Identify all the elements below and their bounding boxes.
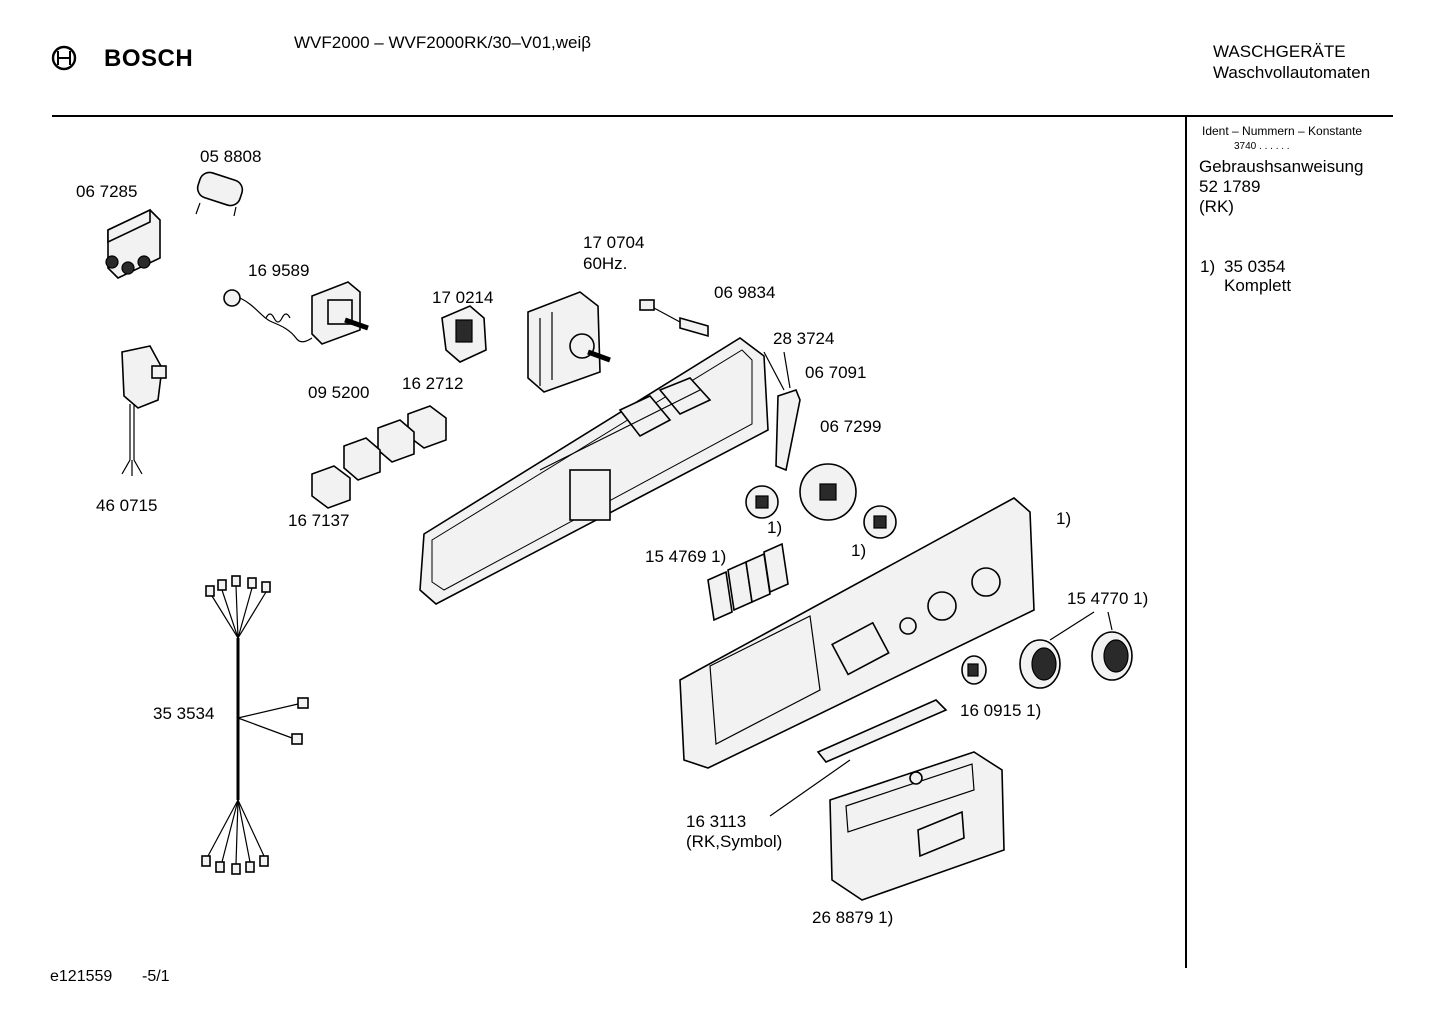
part-label-058808: 05 8808 — [200, 147, 262, 166]
part-label-283724: 28 3724 — [773, 329, 835, 348]
push-buttons-part-icon — [707, 542, 789, 622]
part-label-169589: 16 9589 — [248, 261, 310, 280]
knob-insert-part-icon — [745, 485, 897, 539]
part-label-170704-note: 60Hz. — [583, 254, 628, 273]
brand-name: BOSCH — [104, 45, 194, 72]
front-panel-part-icon — [679, 497, 1035, 769]
selector-disc-part-icon — [799, 463, 857, 521]
manual-note: (RK) — [1199, 197, 1234, 216]
part-label-170214: 17 0214 — [432, 288, 494, 307]
capacitor-part-icon — [195, 171, 244, 217]
diagram-code: e121559 — [50, 968, 113, 985]
mains-plug-part-icon — [121, 345, 167, 476]
part-label-067091: 06 7091 — [805, 363, 867, 382]
part-label-160915: 16 0915 1) — [960, 701, 1042, 720]
lever-part-icon — [763, 351, 801, 472]
part-label-154769: 15 4769 1) — [645, 547, 727, 566]
part-label-163113-note: (RK,Symbol) — [686, 832, 783, 851]
part-label-163113: 16 3113 — [686, 812, 747, 831]
manual-number: 52 1789 — [1199, 177, 1261, 196]
part-ref-note-c: 1) — [851, 541, 867, 560]
small-knob-part-icon — [961, 655, 987, 685]
manual-label: Gebraushsanweisung — [1199, 157, 1364, 176]
program-timer-part-icon — [527, 291, 611, 393]
ident-label: Ident – Nummern – Konstante — [1202, 124, 1363, 138]
part-label-167137: 16 7137 — [288, 511, 350, 530]
wire-harness-part-icon — [201, 575, 309, 875]
thermostat-part-icon — [223, 281, 369, 345]
part-label-067285: 06 7285 — [76, 182, 138, 201]
part-label-069834: 06 9834 — [714, 283, 776, 302]
category-title: WASCHGERÄTE — [1213, 42, 1346, 61]
terminal-block-part-icon — [105, 208, 161, 279]
rotary-knob-part-icon — [1019, 611, 1133, 689]
part-label-353534: 35 3534 — [153, 704, 215, 723]
detergent-drawer-part-icon — [829, 751, 1005, 901]
door-lock-part-icon — [441, 305, 487, 363]
part-label-162712: 16 2712 — [402, 374, 464, 393]
note-text: Komplett — [1224, 276, 1292, 295]
ident-value: 3740 . . . . . . — [1234, 141, 1290, 152]
subcategory-title: Waschvollautomaten — [1213, 63, 1371, 82]
note-number: 35 0354 — [1224, 257, 1286, 276]
part-ref-note-b: 1) — [1056, 509, 1072, 528]
part-label-154770: 15 4770 1) — [1067, 589, 1149, 608]
part-label-067299: 06 7299 — [820, 417, 882, 436]
page-number: -5/1 — [142, 968, 170, 985]
part-label-095200: 09 5200 — [308, 383, 370, 402]
symbol-strip-part-icon — [769, 699, 948, 817]
part-label-170704: 17 0704 — [583, 233, 645, 252]
switch-part-icon — [311, 405, 447, 509]
control-panel-frame-part-icon — [419, 337, 769, 605]
note-marker: 1) — [1200, 257, 1216, 276]
model-title: WVF2000 – WVF2000RK/30–V01,weiβ — [294, 33, 592, 52]
bosch-logo-icon — [51, 45, 77, 71]
connector-part-icon — [639, 299, 709, 338]
part-ref-note-a: 1) — [767, 518, 783, 537]
part-label-460715: 46 0715 — [96, 496, 158, 515]
part-label-268879: 26 8879 1) — [812, 908, 894, 927]
